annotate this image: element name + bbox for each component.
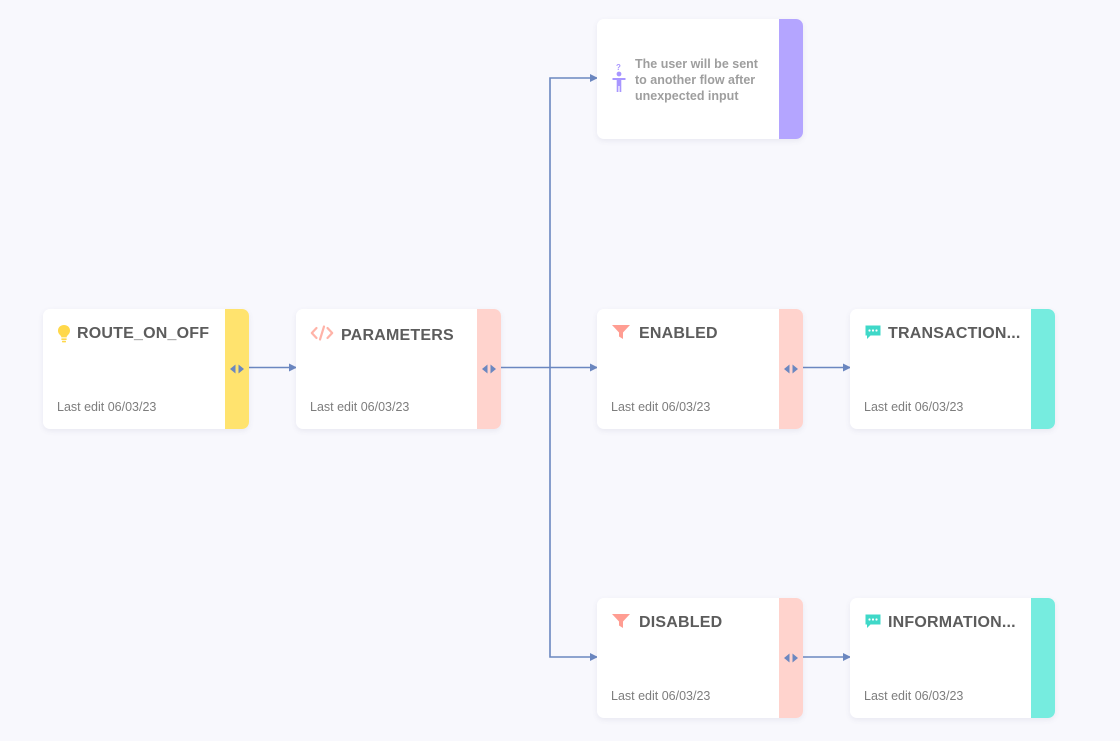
connector-parameters-to-disabled — [549, 367, 598, 661]
node-side-bar — [1031, 309, 1055, 429]
node-disabled[interactable]: DISABLED Last edit 06/03/23 — [597, 598, 803, 718]
filter-icon — [611, 324, 630, 342]
fallback-message: The user will be sent to another flow af… — [635, 57, 758, 103]
connection-handle-icon[interactable] — [783, 652, 799, 664]
filter-icon — [611, 613, 630, 631]
connection-handle-icon[interactable] — [481, 363, 497, 375]
node-title: PARAMETERS — [341, 327, 454, 344]
node-transaction[interactable]: TRANSACTION... Last edit 06/03/23 — [850, 309, 1055, 429]
node-fallback-note[interactable]: ? The user will be sent to another flow … — [597, 19, 803, 139]
node-enabled[interactable]: ENABLED Last edit 06/03/23 — [597, 309, 803, 429]
chat-icon — [864, 613, 882, 631]
node-connector-bar[interactable] — [477, 309, 501, 429]
node-parameters[interactable]: PARAMETERS Last edit 06/03/23 — [296, 309, 501, 429]
node-route-on-off[interactable]: ROUTE_ON_OFF Last edit 06/03/23 — [43, 309, 249, 429]
last-edit-label: Last edit 06/03/23 — [611, 400, 711, 414]
last-edit-label: Last edit 06/03/23 — [864, 689, 964, 703]
node-title: DISABLED — [639, 614, 723, 631]
node-connector-bar[interactable] — [779, 598, 803, 718]
node-connector-bar[interactable] — [779, 309, 803, 429]
last-edit-label: Last edit 06/03/23 — [57, 400, 157, 414]
connection-handle-icon[interactable] — [783, 363, 799, 375]
connection-handle-icon[interactable] — [229, 363, 245, 375]
node-title: ENABLED — [639, 325, 718, 342]
confused-person-icon: ? — [611, 63, 627, 93]
last-edit-label: Last edit 06/03/23 — [864, 400, 964, 414]
last-edit-label: Last edit 06/03/23 — [611, 689, 711, 703]
connector-parameters-to-note — [549, 74, 598, 368]
svg-text:?: ? — [616, 63, 621, 72]
node-side-bar — [779, 19, 803, 139]
node-title: TRANSACTION... — [888, 325, 1021, 342]
chat-icon — [864, 324, 882, 342]
node-side-bar — [1031, 598, 1055, 718]
code-icon — [310, 324, 334, 342]
last-edit-label: Last edit 06/03/23 — [310, 400, 410, 414]
lightbulb-icon — [57, 324, 75, 343]
node-information[interactable]: INFORMATION... Last edit 06/03/23 — [850, 598, 1055, 718]
node-title: INFORMATION... — [888, 614, 1016, 631]
node-title: ROUTE_ON_OFF — [77, 325, 210, 342]
node-connector-bar[interactable] — [225, 309, 249, 429]
